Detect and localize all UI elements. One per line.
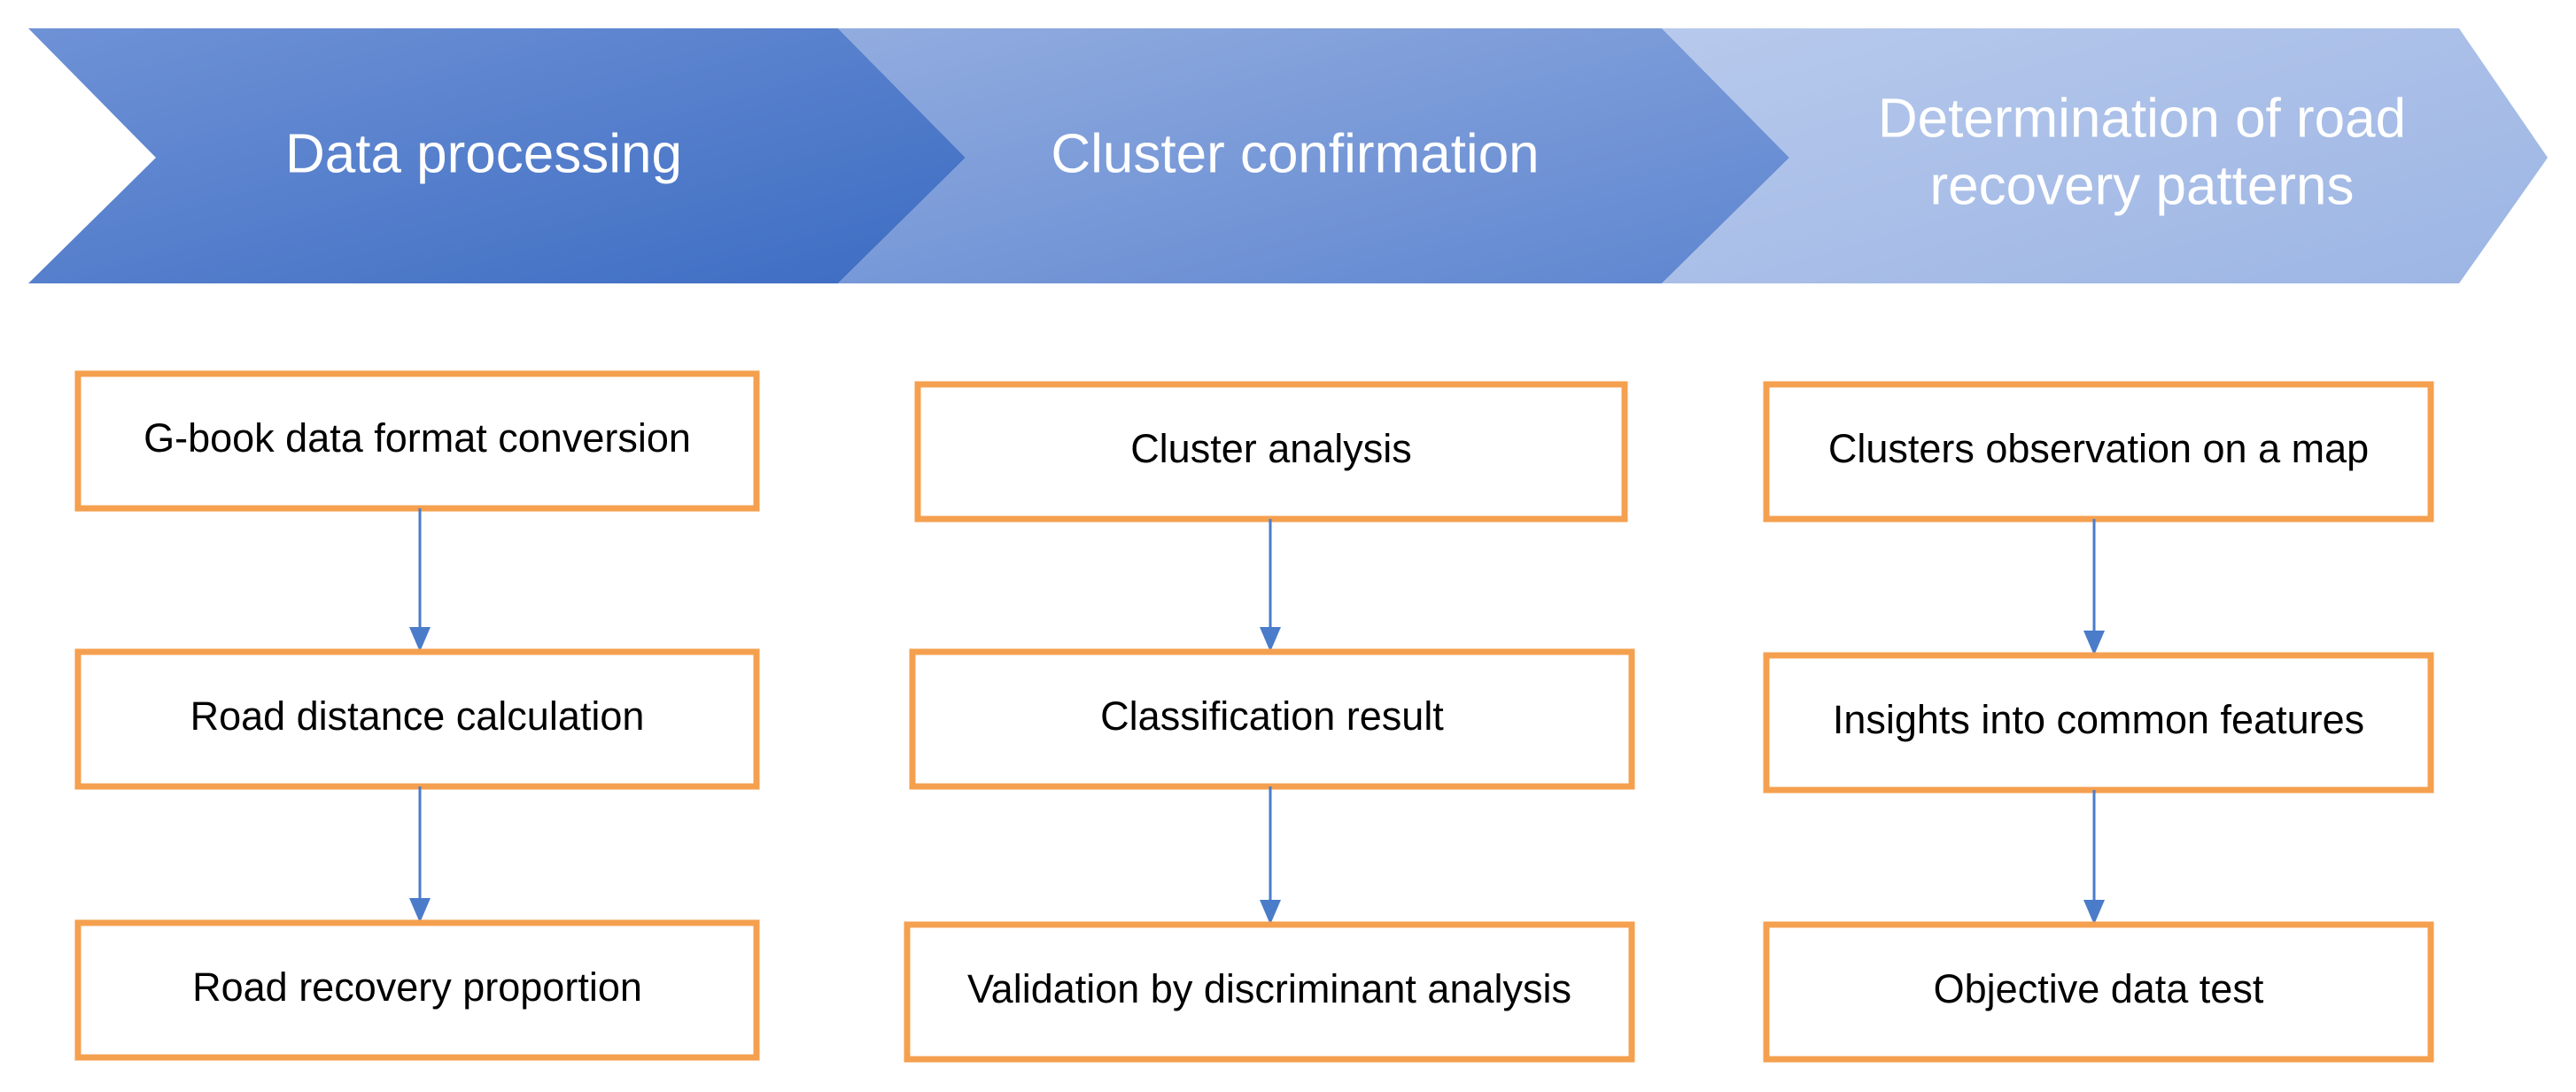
stage-chevron-2-shape bbox=[838, 28, 1789, 283]
step-box-1-2-border bbox=[74, 648, 760, 790]
step-box-2-1: Cluster analysis bbox=[914, 381, 1628, 523]
step-label-3-1: Clusters observation on a map bbox=[1828, 426, 2369, 471]
step-box-1-3-border bbox=[74, 919, 760, 1061]
connector-arrow-1-1 bbox=[409, 508, 431, 652]
step-box-3-1-border bbox=[1763, 381, 2434, 523]
step-label-1-1: G-book data format conversion bbox=[144, 415, 691, 461]
step-box-3-3: Objective data test bbox=[1763, 921, 2434, 1063]
step-label-3-2: Insights into common features bbox=[1833, 697, 2364, 742]
stage-title-3-line-2: recovery patterns bbox=[1930, 155, 2355, 216]
stage-1-steps: G-book data format conversion Road dista… bbox=[74, 370, 760, 1061]
stage-title-3-line-1: Determination of road bbox=[1878, 88, 2406, 149]
arrow-head-icon bbox=[2083, 900, 2105, 925]
step-label-1-2: Road distance calculation bbox=[190, 693, 645, 739]
connector-arrow-3-2 bbox=[2083, 790, 2105, 925]
step-box-3-2-border bbox=[1763, 652, 2434, 794]
step-box-2-2-border bbox=[909, 648, 1635, 790]
arrow-head-icon bbox=[2083, 631, 2105, 655]
step-label-2-2: Classification result bbox=[1100, 693, 1444, 739]
step-label-3-3: Objective data test bbox=[1934, 966, 2264, 1011]
step-label-2-1: Cluster analysis bbox=[1130, 426, 1412, 471]
step-label-2-3: Validation by discriminant analysis bbox=[967, 966, 1571, 1011]
connector-arrow-2-2 bbox=[1260, 786, 1281, 925]
stage-title-2: Cluster confirmation bbox=[1051, 123, 1539, 184]
stage-title-1: Data processing bbox=[285, 123, 682, 184]
step-box-1-3: Road recovery proportion bbox=[74, 919, 760, 1061]
stage-3-steps: Clusters observation on a map Insights i… bbox=[1763, 381, 2434, 1063]
connector-arrow-2-1 bbox=[1260, 519, 1281, 652]
arrow-head-icon bbox=[1260, 900, 1281, 925]
stage-chevron-3: Determination of road recovery patterns bbox=[1662, 28, 2548, 283]
step-box-2-2: Classification result bbox=[909, 648, 1635, 790]
connector-arrow-3-1 bbox=[2083, 519, 2105, 655]
step-box-3-1: Clusters observation on a map bbox=[1763, 381, 2434, 523]
step-box-3-3-border bbox=[1763, 921, 2434, 1063]
stage-chevron-1: Data processing bbox=[28, 28, 966, 283]
step-label-1-3: Road recovery proportion bbox=[192, 964, 642, 1010]
arrow-head-icon bbox=[409, 627, 431, 652]
stage-2-steps: Cluster analysis Classification result V… bbox=[904, 381, 1635, 1063]
arrow-head-icon bbox=[409, 898, 431, 923]
step-box-1-1-border bbox=[74, 370, 760, 512]
stage-chevron-1-shape bbox=[28, 28, 966, 283]
step-box-1-2: Road distance calculation bbox=[74, 648, 760, 790]
step-box-1-1: G-book data format conversion bbox=[74, 370, 760, 512]
arrow-head-icon bbox=[1260, 627, 1281, 652]
connector-arrow-1-2 bbox=[409, 786, 431, 923]
stage-chevron-3-shape bbox=[1662, 28, 2548, 283]
stage-chevron-2: Cluster confirmation bbox=[838, 28, 1789, 283]
step-box-2-3-border bbox=[904, 921, 1635, 1063]
step-box-2-3: Validation by discriminant analysis bbox=[904, 921, 1635, 1063]
step-box-3-2: Insights into common features bbox=[1763, 652, 2434, 794]
